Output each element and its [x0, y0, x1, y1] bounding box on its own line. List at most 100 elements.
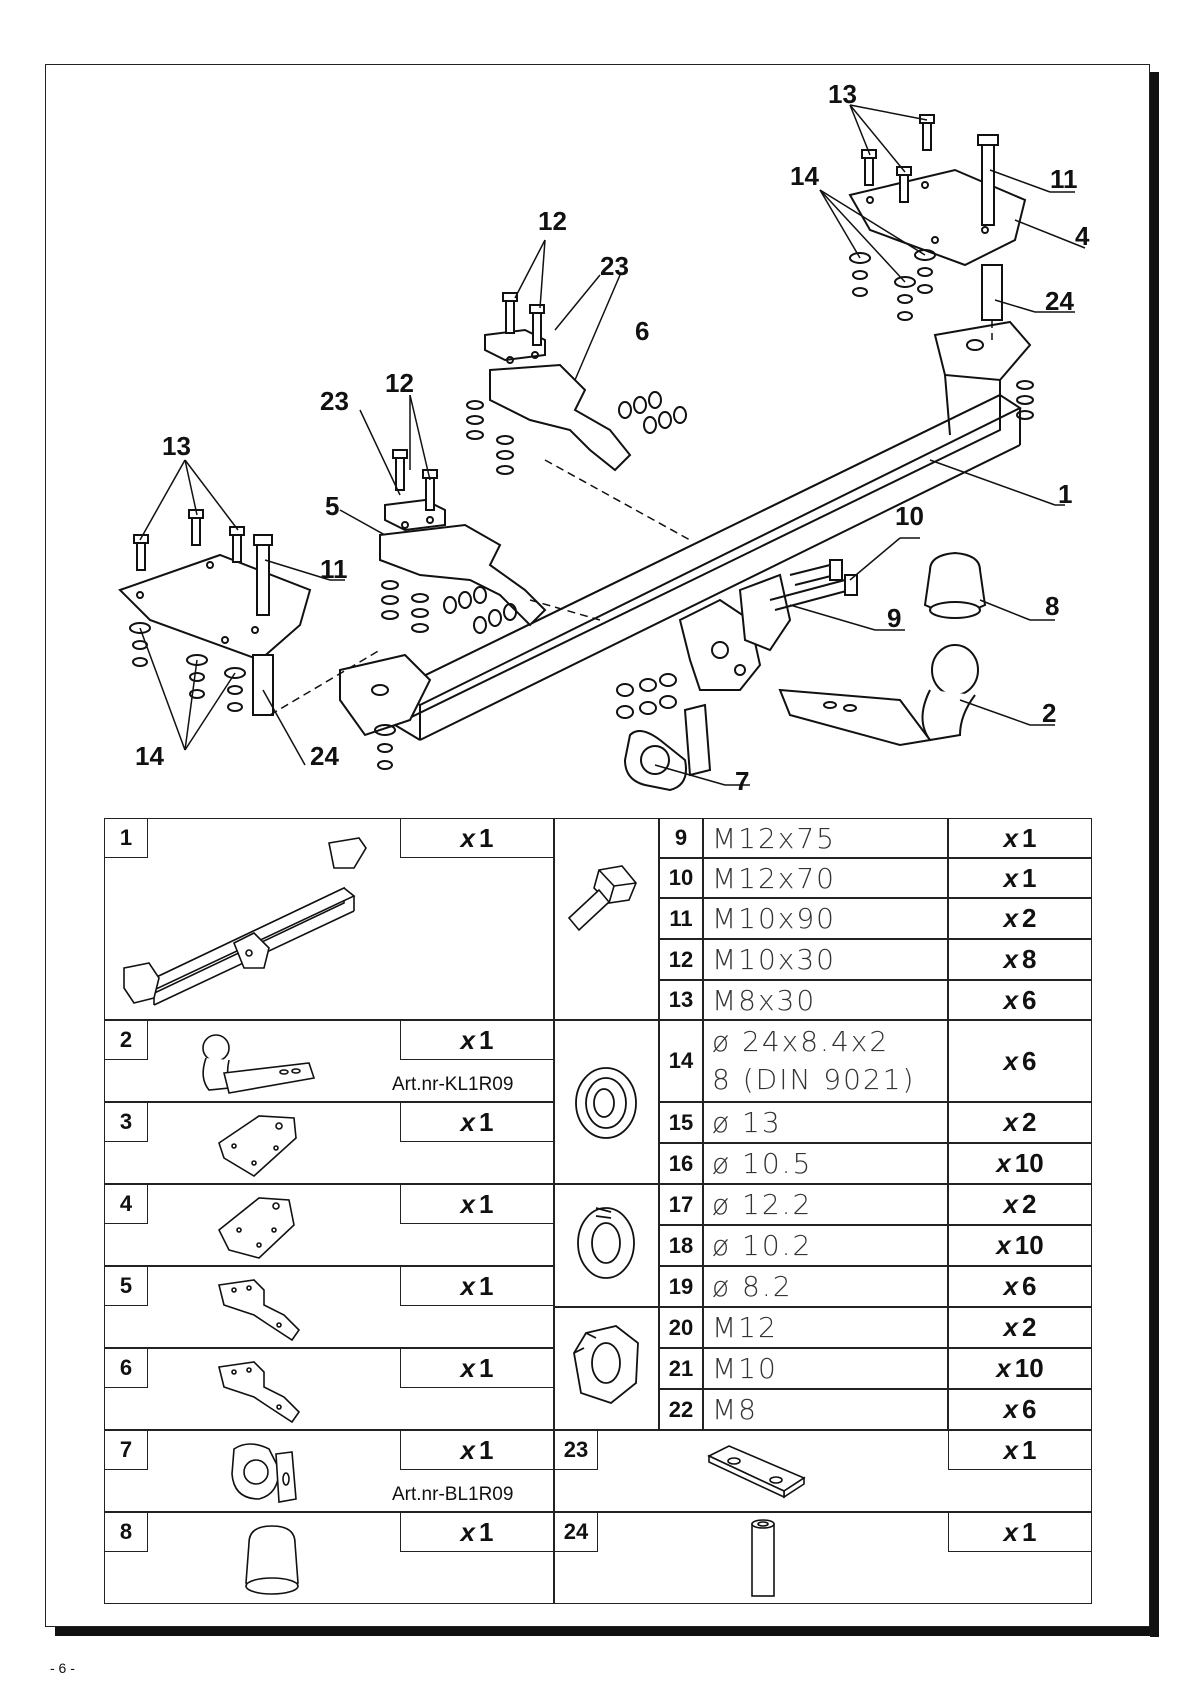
callout-11-right: 11 — [1050, 164, 1078, 194]
hitch-plate — [678, 573, 792, 691]
right-side-bracket-part — [484, 328, 632, 472]
part-8-row — [104, 1512, 554, 1604]
part-21-spec: M10 — [703, 1348, 948, 1389]
left-floor-plate-part — [118, 534, 312, 662]
part-6-number: 6 — [104, 1348, 148, 1388]
callout-12-left: 12 — [385, 368, 414, 398]
part-1-number: 1 — [104, 818, 148, 858]
callout-23-right: 23 — [600, 251, 629, 281]
part-9-number: 9 — [659, 818, 703, 858]
part-7-article-number: Art.nr-BL1R09 — [392, 1484, 514, 1505]
callout-5: 5 — [325, 491, 339, 521]
part-14-spec: ø 24x8.4x2 8 (DIN 9021) — [703, 1020, 948, 1102]
part-1-crossbar-icon — [123, 837, 367, 1006]
part-23-row — [554, 1430, 1092, 1512]
callout-13-right: 13 — [828, 79, 857, 109]
part-15-number: 15 — [659, 1102, 703, 1143]
right-floor-plate-part — [848, 134, 1027, 267]
callout-4: 4 — [1075, 221, 1090, 251]
part-15-spec: ø 13 — [703, 1102, 948, 1143]
part-5-number: 5 — [104, 1266, 148, 1306]
part-24-row — [554, 1512, 1092, 1604]
part-21-number: 21 — [659, 1348, 703, 1389]
callout-8: 8 — [1045, 591, 1059, 621]
part-23-spacer-plate-icon — [707, 1445, 806, 1499]
part-10-number: 10 — [659, 858, 703, 898]
part-24-spacer-tube-icon — [751, 1519, 775, 1597]
part-14-spec-line-1: ø 24x8.4x2 — [712, 1025, 890, 1058]
part-23-number: 23 — [554, 1430, 598, 1470]
part-7-socket-bracket-icon — [231, 1443, 297, 1503]
socket-bracket-part — [623, 703, 712, 792]
right-spacer-tube — [981, 264, 1003, 321]
part-19-number: 19 — [659, 1266, 703, 1307]
spring-washer-icon — [577, 1207, 635, 1279]
flat-washer-image-cell — [554, 1020, 659, 1184]
part-3-number: 3 — [104, 1102, 148, 1142]
crossbar-part — [339, 320, 1032, 741]
part-3-row — [104, 1102, 554, 1184]
part-2-article-number: Art.nr-KL1R09 — [392, 1074, 514, 1095]
callout-7: 7 — [735, 766, 749, 796]
part-17-number: 17 — [659, 1184, 703, 1225]
tow-ball-part — [778, 644, 979, 747]
part-12-spec: M10x30 — [703, 939, 948, 980]
callout-23-left: 23 — [320, 386, 349, 416]
spring-washer-image-cell — [554, 1184, 659, 1307]
part-22-spec: M8 — [703, 1389, 948, 1430]
part-1-row — [104, 818, 554, 1020]
part-18-spec: ø 10.2 — [703, 1225, 948, 1266]
bolt-m12-part — [769, 559, 858, 611]
part-2-row — [104, 1020, 554, 1102]
part-2-tow-ball-icon — [202, 1034, 316, 1094]
left-spacer-tube — [252, 654, 274, 716]
part-19-spec: ø 8.2 — [703, 1266, 948, 1307]
callout-14-left: 14 — [135, 741, 164, 771]
part-16-spec: ø 10.5 — [703, 1143, 948, 1184]
leader-lines — [139, 104, 1086, 786]
part-7-number: 7 — [104, 1430, 148, 1470]
nut-image-cell — [554, 1307, 659, 1430]
washer-nut-stacks — [129, 249, 1034, 770]
callout-24-left: 24 — [310, 741, 339, 771]
part-7-row — [104, 1430, 554, 1512]
part-20-spec: M12 — [703, 1307, 948, 1348]
frame-shadow-right — [1150, 72, 1159, 1637]
part-13-number: 13 — [659, 980, 703, 1020]
callout-10: 10 — [895, 501, 924, 531]
callout-13-left: 13 — [162, 431, 191, 461]
frame-shadow-bottom — [55, 1627, 1159, 1636]
part-2-number: 2 — [104, 1020, 148, 1060]
part-13-spec: M8x30 — [703, 980, 948, 1020]
part-24-number: 24 — [554, 1512, 598, 1552]
part-22-number: 22 — [659, 1389, 703, 1430]
part-4-floor-plate-icon — [217, 1197, 295, 1259]
part-4-row — [104, 1184, 554, 1266]
callout-24-right: 24 — [1045, 286, 1074, 316]
callout-12-right: 12 — [538, 206, 567, 236]
ball-cover-part — [923, 551, 987, 619]
bolt-image-cell — [554, 818, 659, 1020]
part-8-ball-cover-icon — [245, 1525, 299, 1595]
callout-2: 2 — [1042, 698, 1056, 728]
part-20-number: 20 — [659, 1307, 703, 1348]
callout-14-right: 14 — [790, 161, 819, 191]
